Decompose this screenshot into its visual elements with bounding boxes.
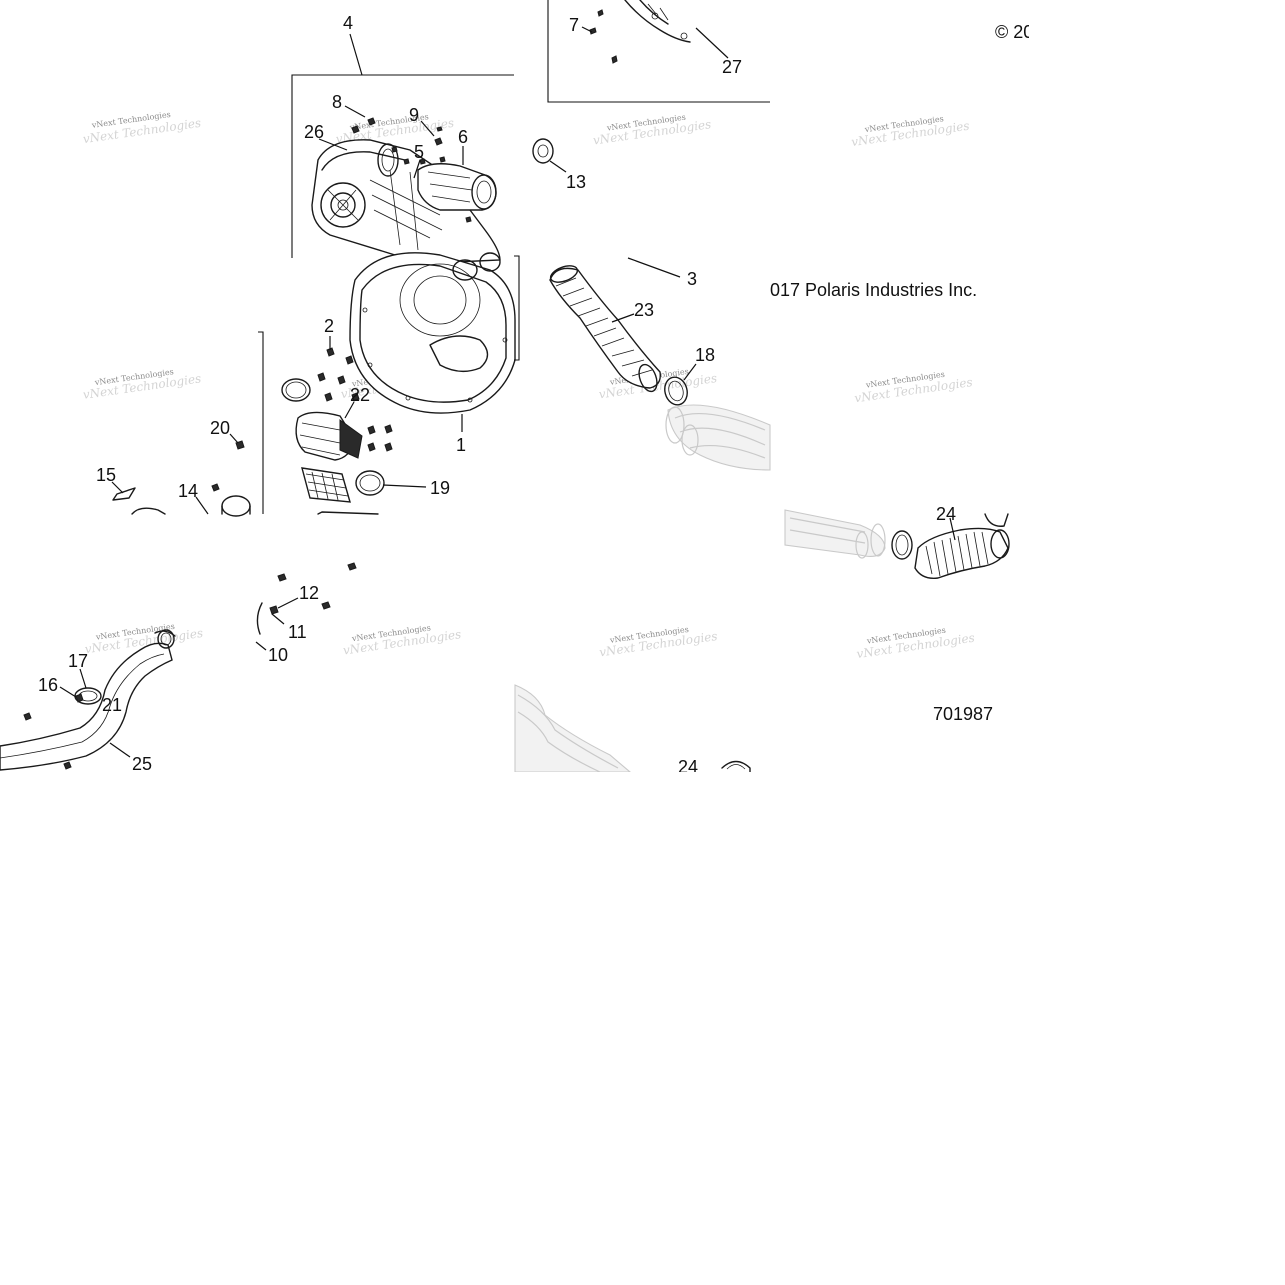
inner-clutch-cover bbox=[311, 139, 501, 263]
outer-clutch-cover bbox=[349, 252, 516, 414]
intake-duct bbox=[417, 163, 497, 211]
callout-2: 2 bbox=[324, 316, 334, 336]
intake-hose bbox=[549, 265, 661, 393]
copyright-notice: 017 Polaris Industries Inc. bbox=[770, 280, 977, 300]
callout-16: 16 bbox=[38, 675, 58, 695]
part-14-coupler bbox=[131, 483, 251, 517]
group-frame-27 bbox=[547, 0, 770, 103]
callout-20: 20 bbox=[210, 418, 230, 438]
intake-boot bbox=[295, 411, 363, 461]
hose-clamp-upper bbox=[281, 378, 311, 402]
callout-17: 17 bbox=[68, 651, 88, 671]
bolt-9 bbox=[434, 126, 443, 146]
callout-15: 15 bbox=[96, 465, 116, 485]
washer bbox=[532, 138, 554, 164]
callout-12: 12 bbox=[299, 583, 319, 603]
bolt-left-lower bbox=[63, 761, 72, 770]
callout-6: 6 bbox=[458, 127, 468, 147]
callout-19: 19 bbox=[430, 478, 450, 498]
blank-area-right bbox=[1029, 0, 1285, 772]
exhaust-boot-right bbox=[914, 527, 1010, 579]
ghost-exhaust-assembly bbox=[665, 404, 771, 471]
group-frame-3 bbox=[514, 255, 520, 361]
callout-21: 21 bbox=[102, 695, 122, 715]
callout-8: 8 bbox=[332, 92, 342, 112]
copyright-fragment-top: © 20 bbox=[995, 22, 1033, 42]
clutch-cover-top-view bbox=[589, 0, 691, 64]
hose-clamp-19 bbox=[355, 470, 385, 496]
callout-10: 10 bbox=[268, 645, 288, 665]
bolt-8 bbox=[351, 117, 376, 134]
fastener-set-5 bbox=[391, 146, 472, 223]
drawing-number: 701987 bbox=[933, 704, 993, 724]
callout-22: 22 bbox=[350, 385, 370, 405]
callout-3: 3 bbox=[687, 269, 697, 289]
callout-14: 14 bbox=[178, 481, 198, 501]
bolt-2-set bbox=[317, 347, 393, 452]
fastener-group-12 bbox=[269, 562, 357, 615]
ghost-exhaust-pipe-right bbox=[784, 509, 886, 559]
callout-13: 13 bbox=[566, 172, 586, 192]
callout-9: 9 bbox=[409, 105, 419, 125]
callout-27: 27 bbox=[722, 57, 742, 77]
hose-clamp-24-top bbox=[891, 513, 1009, 560]
callout-4: 4 bbox=[343, 13, 353, 33]
blank-area-bottom bbox=[0, 772, 1285, 1285]
callout-18: 18 bbox=[695, 345, 715, 365]
frame-hint bbox=[317, 511, 379, 515]
callout-24-top: 24 bbox=[936, 504, 956, 524]
hose-clamp-18 bbox=[664, 376, 688, 406]
watermark-group: vNext Technologies vNext Technologies vN… bbox=[82, 110, 976, 661]
fastener-16 bbox=[75, 693, 84, 703]
bolt-left bbox=[23, 712, 32, 721]
ghost-muffler-bottom bbox=[514, 684, 632, 773]
seal-10 bbox=[256, 602, 263, 635]
exhaust-hose-long bbox=[0, 629, 176, 771]
callout-26: 26 bbox=[304, 122, 324, 142]
callout-11: 11 bbox=[288, 622, 307, 642]
filter-element bbox=[301, 467, 351, 503]
callout-1: 1 bbox=[456, 435, 466, 455]
group-frame-4 bbox=[291, 74, 514, 258]
callout-7: 7 bbox=[569, 15, 579, 35]
callout-23: 23 bbox=[634, 300, 654, 320]
group-frame-20 bbox=[258, 331, 264, 514]
callout-5: 5 bbox=[414, 142, 424, 162]
hose-clamp-24-bottom bbox=[721, 760, 751, 773]
gasket-15 bbox=[112, 487, 136, 501]
callout-25: 25 bbox=[132, 754, 152, 774]
